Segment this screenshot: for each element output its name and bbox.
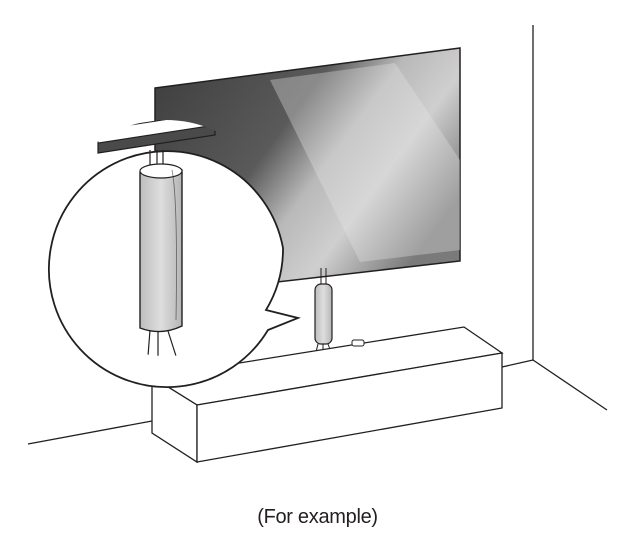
cabinet-side [196,352,503,463]
tv-stand-cabinet [150,326,504,464]
floor-back-line [501,359,534,368]
cable-cover-small [314,268,333,353]
callout-cable-cover [139,164,183,333]
figure-caption: (For example) [257,506,378,528]
floor-left-line [27,420,153,445]
magnified-callout [48,120,301,388]
floor-right-line [532,359,608,411]
tv-screen-highlight [270,63,460,262]
room-lines [27,25,608,445]
